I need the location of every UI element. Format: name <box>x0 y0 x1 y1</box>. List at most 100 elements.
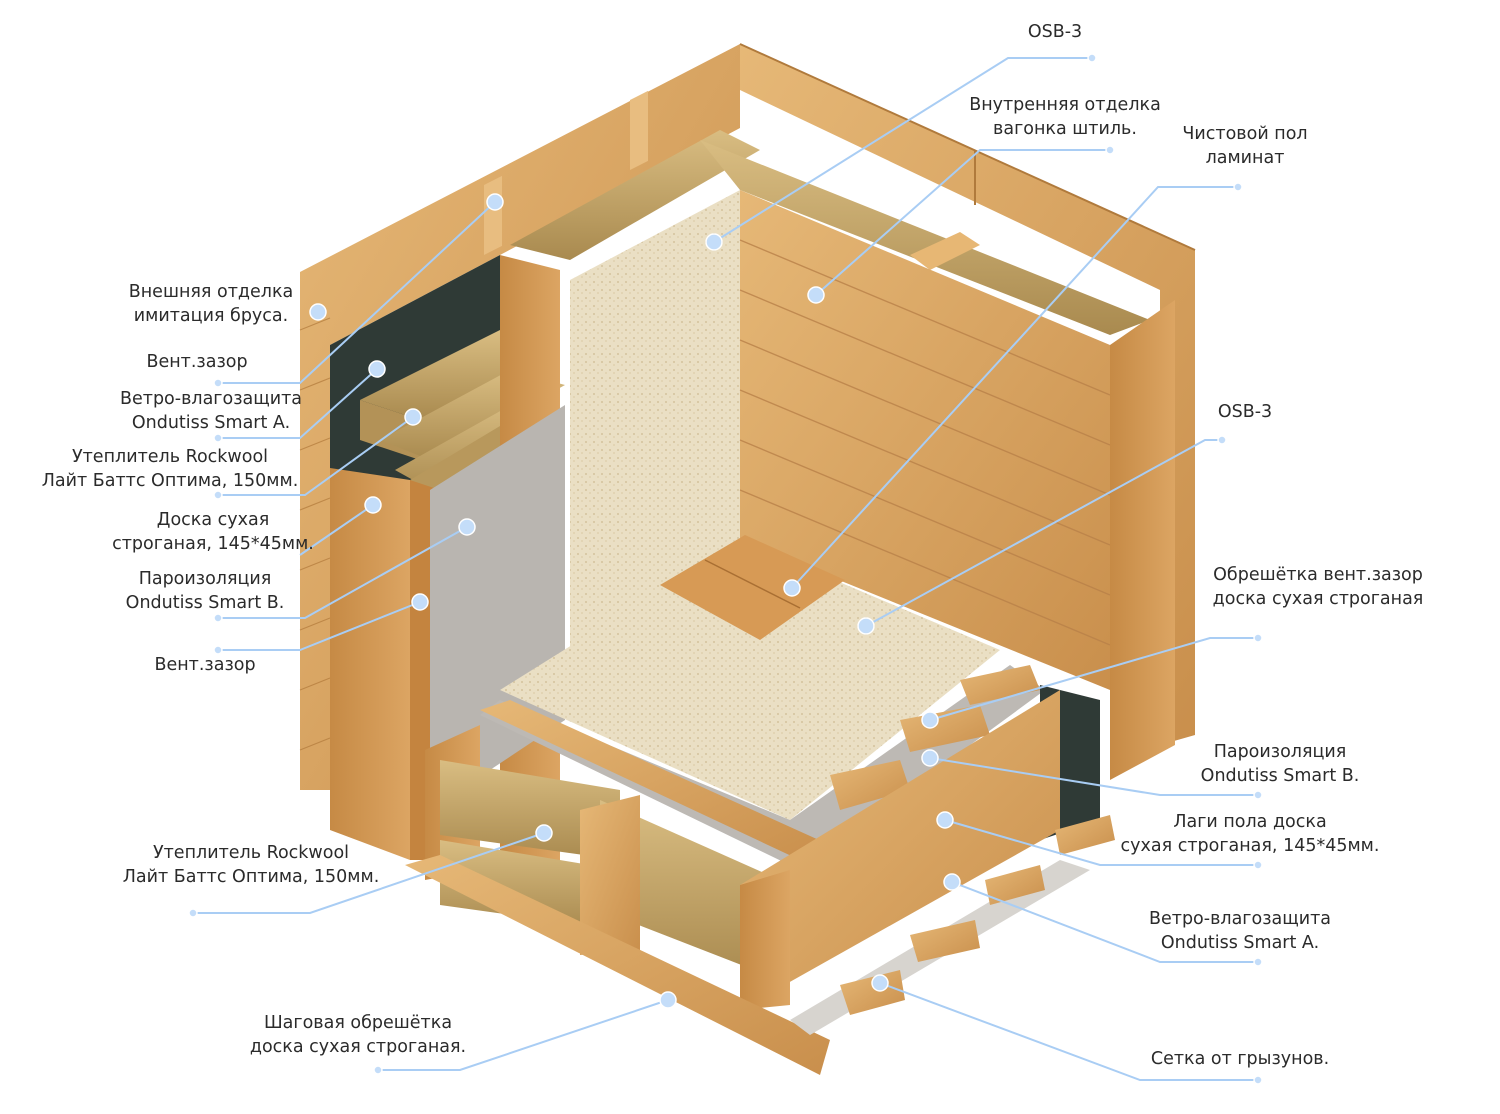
bottom-battens <box>405 815 1115 1075</box>
leader-vapor-right-dot <box>921 749 939 767</box>
label-floor-joists-line2: сухая строганая, 145*45мм. <box>1120 836 1380 856</box>
label-vent-gap-1: Вент.зазор <box>146 350 247 374</box>
leader-rodent-mesh-dot <box>1253 1075 1263 1085</box>
label-insul-floor-line2: Лайт Баттс Оптима, 150мм. <box>122 867 380 887</box>
leader-osb-top <box>713 57 1092 243</box>
leader-insul-floor <box>193 832 545 914</box>
label-floor-finish-line1: Чистовой пол <box>1182 124 1308 144</box>
leader-step-batten <box>378 999 669 1071</box>
leader-vent-gap-2 <box>218 601 421 651</box>
leader-insul-floor-dot <box>535 824 553 842</box>
leader-floor-finish-dot <box>783 579 801 597</box>
label-board-wall-line1: Доска сухая <box>156 510 270 530</box>
label-floor-finish-line2: ламинат <box>1205 148 1285 168</box>
leader-wind-right-dot <box>943 873 961 891</box>
label-vapor-left: Пароизоляция Ondutiss Smart B. <box>126 567 285 615</box>
label-osb-right-text: OSB-3 <box>1217 402 1273 422</box>
label-osb-right: OSB-3 <box>1218 400 1272 424</box>
label-board-wall-line2: строганая, 145*45мм. <box>112 534 314 554</box>
top-insulation <box>510 130 1150 335</box>
leader-osb-right <box>865 439 1222 627</box>
label-inner-finish-line2: вагонка штиль. <box>993 119 1137 139</box>
leader-lines <box>188 53 1263 1085</box>
label-step-batten: Шаговая обрешётка доска сухая строганая. <box>250 1011 466 1059</box>
label-insul-wall: Утеплитель Rockwool Лайт Баттс Оптима, 1… <box>42 445 299 493</box>
leader-vent-batten-dot <box>1253 633 1263 643</box>
leader-vapor-right <box>929 757 1258 796</box>
label-vent-batten: Обрешётка вент.зазор доска сухая строган… <box>1213 563 1424 611</box>
label-step-batten-line2: доска сухая строганая. <box>249 1037 467 1057</box>
label-vent-gap-2: Вент.зазор <box>154 653 255 677</box>
leader-rodent-mesh-dot <box>871 974 889 992</box>
leader-wind-right-dot <box>1253 957 1263 967</box>
leader-vent-gap-2-dot <box>411 593 429 611</box>
leader-floor-joists-dot <box>1253 860 1263 870</box>
label-wind-left-line1: Ветро-влагозащита <box>119 389 303 409</box>
leader-vent-batten <box>929 637 1258 721</box>
leader-wind-left <box>218 368 378 439</box>
label-vent-gap-2-text: Вент.зазор <box>154 655 256 675</box>
label-rodent-mesh-text: Сетка от грызунов. <box>1150 1049 1330 1069</box>
label-vapor-left-line1: Пароизоляция <box>138 569 272 589</box>
label-wind-right: Ветро-влагозащита Ondutiss Smart A. <box>1149 907 1331 955</box>
leader-step-batten-dot <box>659 991 677 1009</box>
label-step-batten-line1: Шаговая обрешётка <box>263 1013 453 1033</box>
leader-wind-left-dot <box>213 433 223 443</box>
floor-beam-front <box>425 690 1060 1010</box>
leader-board-wall-dot <box>364 496 382 514</box>
label-vent-gap-1-text: Вент.зазор <box>146 352 248 372</box>
label-osb-top: OSB-3 <box>1028 20 1082 44</box>
label-vent-batten-line2: доска сухая строганая <box>1212 589 1424 609</box>
outer-cladding-right <box>739 43 1196 745</box>
leader-rodent-mesh <box>879 982 1258 1081</box>
leader-osb-top-dot <box>705 233 723 251</box>
label-wind-right-line2: Ondutiss Smart A. <box>1160 933 1320 953</box>
leader-vapor-right-dot <box>1253 790 1263 800</box>
leader-vent-gap-2-dot <box>213 645 223 655</box>
leader-vent-batten-dot <box>921 711 939 729</box>
label-floor-joists-line1: Лаги пола доска <box>1173 812 1327 832</box>
leader-floor-finish-dot <box>1233 182 1243 192</box>
leader-outer-finish <box>218 201 496 384</box>
leader-inner-finish <box>815 149 1110 296</box>
leader-step-batten-dot <box>373 1065 383 1075</box>
label-vapor-right: Пароизоляция Ondutiss Smart B. <box>1201 740 1360 788</box>
label-outer-finish: Внешняя отделка имитация бруса. <box>129 280 294 328</box>
label-vent-batten-line1: Обрешётка вент.зазор <box>1213 565 1423 585</box>
leader-insul-wall-dot <box>213 490 223 500</box>
label-insul-wall-line2: Лайт Баттс Оптима, 150мм. <box>41 471 299 491</box>
leader-vapor-left <box>218 526 468 619</box>
label-vapor-right-line1: Пароизоляция <box>1213 742 1347 762</box>
inner-lining-right <box>739 190 1175 780</box>
label-inner-finish: Внутренняя отделка вагонка штиль. <box>969 93 1161 141</box>
label-floor-finish: Чистовой пол ламинат <box>1182 122 1307 170</box>
leader-outer-finish-dot <box>213 378 223 388</box>
leader-osb-right-dot <box>1217 435 1227 445</box>
leader-outer-finish-dot <box>486 193 504 211</box>
label-inner-finish-line1: Внутренняя отделка <box>969 95 1161 115</box>
leader-floor-joists <box>944 819 1258 866</box>
label-board-wall: Доска сухая строганая, 145*45мм. <box>112 508 314 556</box>
leader-board-wall <box>299 504 374 556</box>
leader-floor-finish <box>791 186 1238 589</box>
leader-vapor-left-dot <box>213 613 223 623</box>
leader-outer-right-dot <box>309 303 327 321</box>
leader-insul-wall-dot <box>404 408 422 426</box>
label-insul-floor: Утеплитель Rockwool Лайт Баттс Оптима, 1… <box>123 841 380 889</box>
label-outer-finish-line1: Внешняя отделка <box>128 282 294 302</box>
leader-vapor-left-dot <box>458 518 476 536</box>
leader-insul-floor-dot <box>188 908 198 918</box>
leader-inner-finish-dot <box>1105 145 1115 155</box>
label-osb-top-text: OSB-3 <box>1027 22 1083 42</box>
label-floor-joists: Лаги пола доска сухая строганая, 145*45м… <box>1121 810 1380 858</box>
label-insul-wall-line1: Утеплитель Rockwool <box>71 447 269 467</box>
leader-floor-joists-dot <box>936 811 954 829</box>
label-wind-right-line1: Ветро-влагозащита <box>1148 909 1332 929</box>
label-vapor-left-line2: Ondutiss Smart B. <box>125 593 285 613</box>
label-rodent-mesh: Сетка от грызунов. <box>1151 1047 1329 1071</box>
label-wind-left: Ветро-влагозащита Ondutiss Smart A. <box>120 387 302 435</box>
leader-insul-wall <box>218 416 414 496</box>
label-vapor-right-line2: Ondutiss Smart B. <box>1200 766 1360 786</box>
leader-osb-right-dot <box>857 617 875 635</box>
